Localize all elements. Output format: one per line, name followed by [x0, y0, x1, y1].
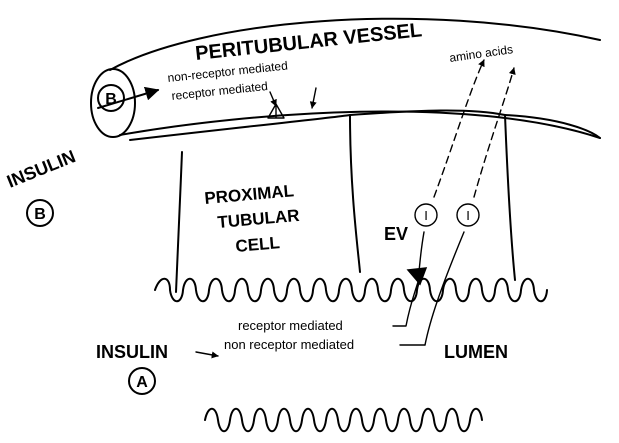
- route-b-label: B: [34, 206, 46, 223]
- cell-border-far-left: [176, 152, 182, 292]
- tubular-label: TUBULAR: [217, 206, 300, 232]
- cell-borders: [130, 110, 600, 292]
- non-receptor-mediated-bottom: non receptor mediated: [224, 337, 354, 352]
- lumen-receptor-icon: [408, 268, 426, 284]
- ev-label: EV: [384, 224, 408, 244]
- vesicle-mark-2: I: [466, 208, 470, 223]
- top-nonreceptor-arrow: [312, 88, 316, 108]
- peritubular-vessel-title: PERITUBULAR VESSEL: [194, 19, 423, 65]
- amino-acid-path-left: [434, 60, 484, 197]
- proximal-label: PROXIMAL: [204, 181, 295, 208]
- vessel-bottom-wall: [120, 111, 600, 138]
- amino-acids-label: amino acids: [448, 42, 513, 65]
- cell-border-right: [505, 115, 515, 280]
- receptor-mediated-bottom: receptor mediated: [238, 318, 343, 333]
- lumen-opposite-wall: [205, 409, 482, 432]
- receptor-mediated-leader: [393, 282, 418, 326]
- vesicle-mark-1: I: [424, 208, 428, 223]
- insulin-a-arrow: [196, 352, 218, 356]
- vessel-route-label: B: [105, 91, 117, 108]
- insulin-a-label: INSULIN: [96, 342, 168, 362]
- top-receptor-arrow: [270, 92, 276, 106]
- route-a-label: A: [136, 374, 148, 391]
- lumen-label: LUMEN: [444, 342, 508, 362]
- brush-border: [155, 279, 547, 302]
- vesicle-pathway: I I: [415, 60, 514, 345]
- insulin-b-label: INSULIN: [4, 146, 78, 192]
- cell-label: CELL: [235, 233, 281, 256]
- non-receptor-mediated-top: non-receptor mediated: [167, 58, 289, 85]
